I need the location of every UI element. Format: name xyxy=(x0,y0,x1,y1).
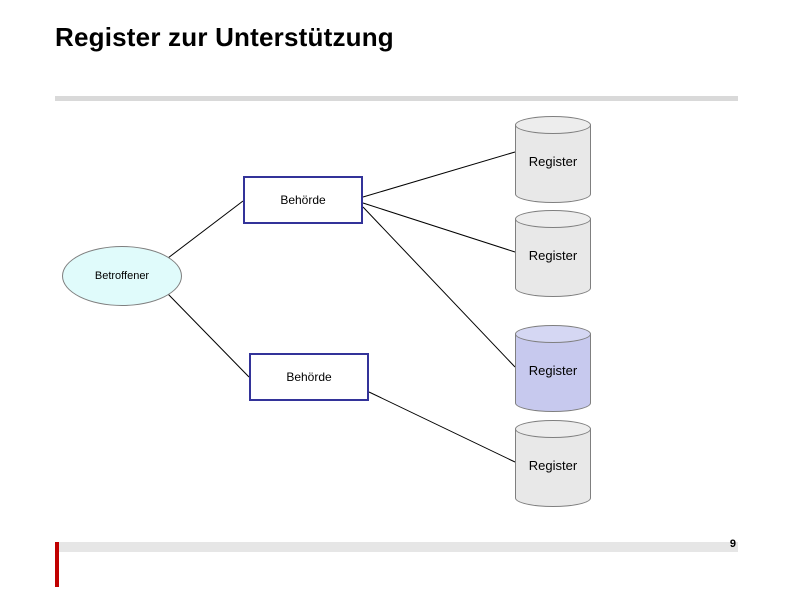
cylinder-body xyxy=(515,219,591,297)
node-register-1-label: Register xyxy=(528,154,578,169)
cylinder-body xyxy=(515,429,591,507)
node-register-3-label: Register xyxy=(528,363,578,378)
node-register-1[interactable]: Register xyxy=(515,116,591,212)
node-register-4-label: Register xyxy=(528,458,578,473)
cylinder-top xyxy=(515,420,591,438)
cylinder-body xyxy=(515,125,591,203)
edge-behoerde-2-register-4 xyxy=(368,391,516,463)
node-behoerde-2[interactable]: Behörde xyxy=(249,353,369,401)
cylinder-top xyxy=(515,116,591,134)
edge-betroffener-behoerde-1 xyxy=(167,200,244,259)
node-behoerde-2-label: Behörde xyxy=(286,370,332,384)
page-title: Register zur Unterstützung xyxy=(55,22,394,52)
edge-behoerde-1-register-2 xyxy=(362,202,516,253)
footer-divider xyxy=(55,542,738,552)
edge-betroffener-behoerde-2 xyxy=(167,293,250,378)
cylinder-body xyxy=(515,334,591,412)
cylinder-top xyxy=(515,325,591,343)
node-register-2[interactable]: Register xyxy=(515,210,591,306)
edge-behoerde-1-register-3 xyxy=(362,206,516,368)
node-register-2-label: Register xyxy=(528,248,578,263)
node-behoerde-1-label: Behörde xyxy=(280,193,326,207)
page-number: 9 xyxy=(729,538,736,550)
cylinder-top xyxy=(515,210,591,228)
footer-accent-bar xyxy=(55,542,59,587)
node-register-4[interactable]: Register xyxy=(515,420,591,516)
node-betroffener-label: Betroffener xyxy=(94,270,150,282)
edge-behoerde-1-register-1 xyxy=(362,151,516,198)
title-divider xyxy=(55,96,738,101)
node-behoerde-1[interactable]: Behörde xyxy=(243,176,363,224)
node-betroffener[interactable]: Betroffener xyxy=(62,246,182,306)
node-register-3[interactable]: Register xyxy=(515,325,591,421)
